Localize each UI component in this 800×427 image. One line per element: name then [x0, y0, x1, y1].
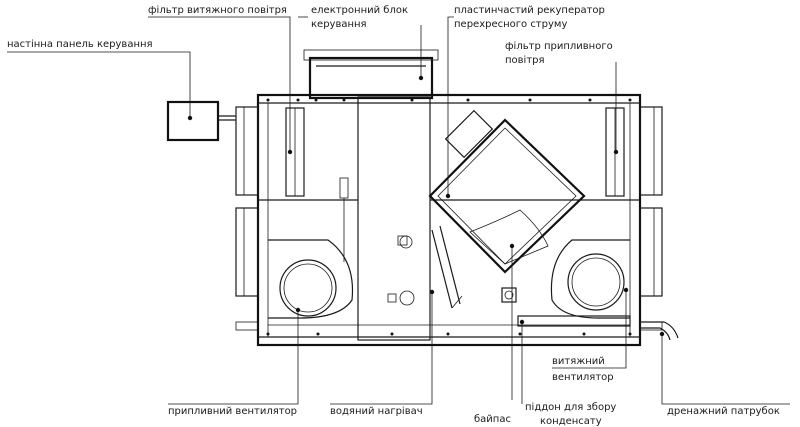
label-exhaust-fan-1: витяжний	[552, 356, 605, 367]
label-water-heater: водяний нагрівач	[330, 405, 423, 417]
exhaust-fan	[567, 253, 625, 311]
plate-recuperator	[428, 118, 586, 274]
supply-fan-housing	[268, 239, 354, 319]
label-control-unit-1: електронний блок	[311, 5, 408, 16]
recuperator-motor	[444, 109, 494, 159]
exhaust-fan-housing	[550, 239, 630, 319]
label-exhaust-fan-2: вентилятор	[552, 372, 614, 383]
wall-control-panel	[166, 100, 220, 142]
right-bottom-duct	[639, 207, 663, 297]
bypass-actuator	[501, 287, 517, 303]
left-bottom-duct	[235, 207, 259, 297]
water-heater	[357, 96, 431, 341]
label-supply-filter-2: повітря	[505, 54, 545, 66]
label-supply-fan: припливний вентилятор	[168, 406, 297, 417]
supply-fan	[279, 259, 337, 317]
label-condensate-tray-1: піддон для збору	[525, 401, 616, 413]
drain-pipe	[640, 321, 679, 339]
label-exhaust-filter: фільтр витяжного повітря	[148, 4, 287, 16]
label-bypass: байпас	[474, 414, 511, 425]
label-recuperator-2: перехресного струму	[454, 19, 567, 30]
right-top-duct	[639, 106, 663, 196]
label-control-unit-2: керування	[311, 19, 367, 30]
control-unit-box	[308, 56, 434, 100]
label-supply-filter-1: фільтр припливного	[505, 40, 613, 52]
left-top-duct	[235, 106, 259, 196]
label-condensate-tray-2: конденсату	[540, 416, 602, 427]
label-wall-panel: настінна панель керування	[7, 38, 153, 50]
label-drain-pipe: дренажний патрубок	[667, 406, 780, 417]
bypass-damper	[431, 229, 453, 309]
label-recuperator-1: пластинчастий рекуператор	[454, 5, 605, 16]
unit-housing	[256, 93, 642, 347]
condensate-tray	[517, 315, 631, 327]
